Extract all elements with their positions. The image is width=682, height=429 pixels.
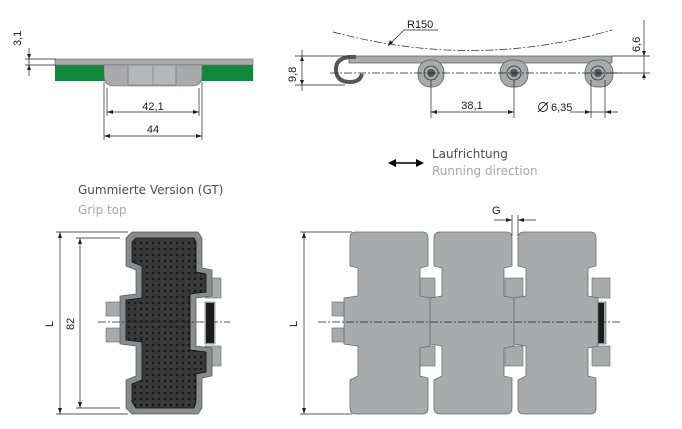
dim-gap-label: G — [492, 205, 501, 217]
dim-thickness-label: 3,1 — [12, 31, 24, 46]
grip-top-plan-view: L 82 — [44, 231, 230, 415]
rubber-grip-surface — [125, 237, 207, 409]
green-wear-strip-left — [55, 64, 105, 81]
top-plate-section — [54, 58, 254, 66]
dim-height-label: 9,8 — [287, 67, 299, 82]
dim-length-label-left: L — [44, 321, 56, 327]
radius-label: R150 — [407, 19, 433, 31]
side-top-plate — [348, 55, 613, 64]
caption-title-en: Grip top — [78, 203, 127, 217]
caption-title-de: Gummierte Version (GT) — [78, 183, 223, 197]
side-view: R150 9,8 6,6 38,1 — [287, 19, 650, 118]
dim-length-label-right: L — [288, 321, 300, 327]
direction-label-en: Running direction — [432, 164, 538, 178]
direction-label-de: Laufrichtung — [432, 147, 508, 161]
double-arrow-icon — [388, 159, 424, 167]
dim-inner-width-label: 42,1 — [142, 101, 163, 113]
chain-link-3 — [513, 231, 599, 415]
chain-link-1 — [343, 231, 431, 415]
dim-value-label: 82 — [65, 318, 77, 330]
chain-link-2 — [429, 231, 515, 415]
pitch-label: 38,1 — [461, 100, 482, 112]
pin-diameter-label: 6,35 — [551, 102, 572, 114]
radius-arc — [332, 29, 613, 51]
cross-section-view: 3,1 42,1 44 — [12, 31, 254, 140]
green-wear-strip-right — [201, 64, 253, 81]
running-direction: Laufrichtung Running direction — [388, 147, 538, 178]
dim-top-label: 6,6 — [631, 37, 643, 52]
dim-outer-width-label: 44 — [147, 124, 159, 136]
chain-plan-view: L G — [288, 205, 620, 415]
